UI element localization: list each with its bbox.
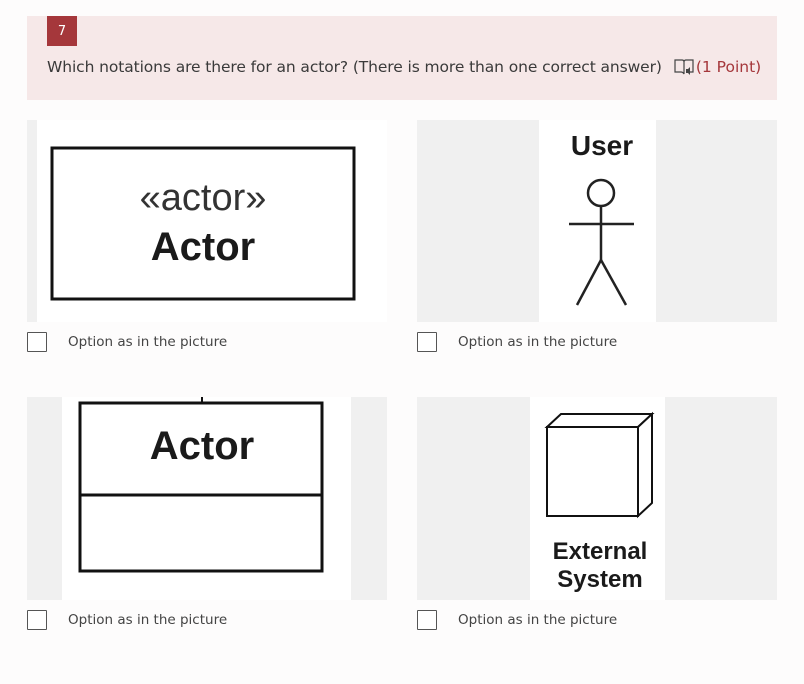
actor-class-box-diagram: Actor [78, 397, 324, 573]
external-label-line1: External [553, 538, 648, 565]
actor-class-name-label: Actor [150, 424, 254, 468]
external-label-line2: System [557, 566, 642, 593]
stereotype-label: «actor» [140, 177, 267, 219]
question-title-row: Which notations are there for an actor? … [47, 58, 761, 76]
stick-figure-diagram: User [569, 130, 634, 306]
external-system-node-diagram: External System [544, 411, 655, 593]
option-3-checkbox[interactable] [27, 610, 47, 630]
option-2-checkbox[interactable] [417, 332, 437, 352]
user-name-label: User [571, 130, 633, 161]
question-number-badge: 7 [47, 16, 77, 46]
option-3-image[interactable]: Actor [27, 397, 387, 600]
option-2-label: Option as in the picture [458, 334, 618, 350]
option-1-label: Option as in the picture [68, 334, 228, 350]
question-header: 7 Which notations are there for an actor… [27, 16, 777, 100]
option-4-checkbox-row[interactable]: Option as in the picture [417, 610, 617, 630]
option-4-checkbox[interactable] [417, 610, 437, 630]
option-2-checkbox-row[interactable]: Option as in the picture [417, 332, 617, 352]
actor-stereotype-diagram: «actor» Actor [50, 146, 356, 301]
option-3-label: Option as in the picture [68, 612, 228, 628]
option-1-checkbox-row[interactable]: Option as in the picture [27, 332, 227, 352]
option-1-image[interactable]: «actor» Actor [27, 120, 387, 322]
option-1-checkbox[interactable] [27, 332, 47, 352]
option-4-image[interactable]: External System [417, 397, 777, 600]
question-text: Which notations are there for an actor? … [47, 58, 662, 76]
actor-name-label: Actor [151, 225, 255, 269]
immersive-reader-icon[interactable] [674, 58, 694, 76]
option-2-image[interactable]: User [417, 120, 777, 322]
option-4-label: Option as in the picture [458, 612, 618, 628]
question-points: (1 Point) [695, 58, 762, 76]
option-3-checkbox-row[interactable]: Option as in the picture [27, 610, 227, 630]
